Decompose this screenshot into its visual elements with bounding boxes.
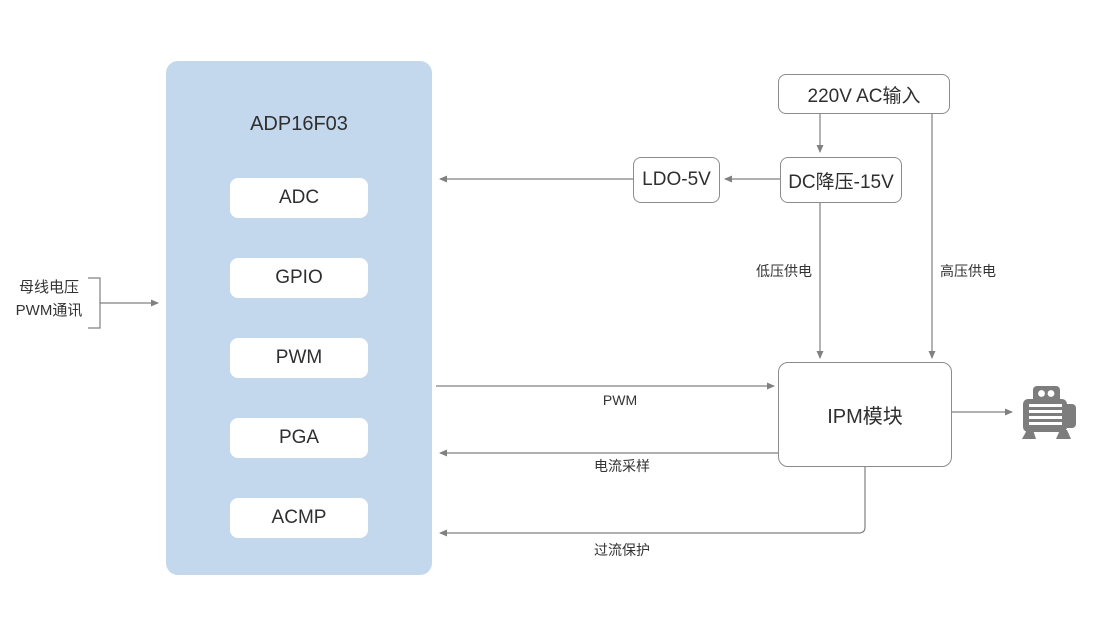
bus-input-line2: PWM通讯 [15,302,83,319]
mcu-module-pga: PGA [230,418,368,458]
edge-label-high-voltage: 高压供电 [940,263,996,279]
motor-icon [1022,386,1076,439]
mcu-block: ADP16F03 ADC GPIO PWM PGA ACMP [166,61,432,575]
node-ac-input: 220V AC输入 [778,74,950,114]
bus-input-label: 母线电压 PWM通讯 [6,276,92,322]
edge-label-current-sampling: 电流采样 [594,458,650,474]
mcu-module-acmp: ACMP [230,498,368,538]
edge-label-low-voltage: 低压供电 [756,263,812,279]
node-ldo: LDO-5V [633,157,720,203]
node-ipm: IPM模块 [778,362,952,467]
mcu-module-gpio: GPIO [230,258,368,298]
mcu-module-adc: ADC [230,178,368,218]
edge-label-overcurrent-protection: 过流保护 [594,542,650,558]
mcu-title: ADP16F03 [250,113,348,135]
mcu-module-pwm: PWM [230,338,368,378]
edge-label-pwm: PWM [602,392,638,408]
bus-input-line1: 母线电压 [18,279,79,296]
node-dc-buck: DC降压-15V [780,157,902,203]
